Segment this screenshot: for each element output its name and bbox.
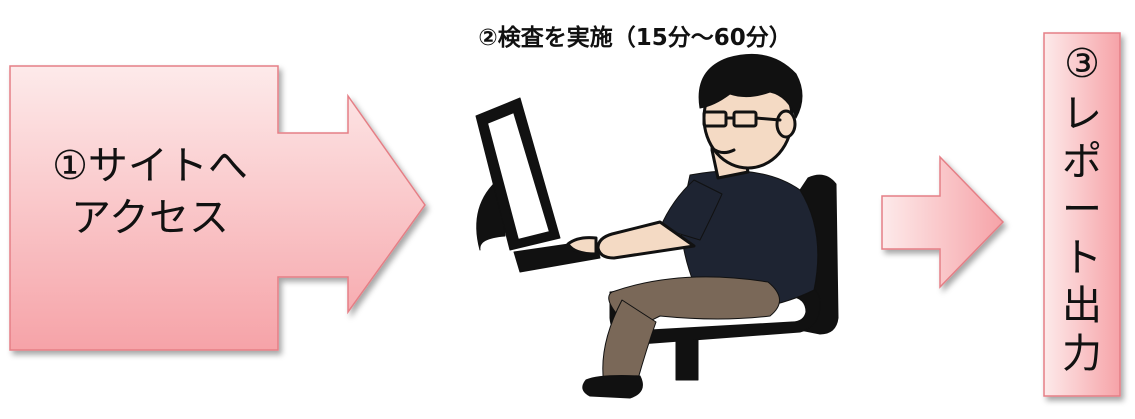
person-at-computer-icon bbox=[475, 53, 839, 399]
step3-char-2: ポ bbox=[1062, 139, 1102, 185]
step3-char-1: レ bbox=[1062, 91, 1102, 137]
right-arrow-icon bbox=[881, 155, 1005, 289]
step3-char-6: 力 bbox=[1062, 331, 1102, 377]
step3-char-4: ト bbox=[1062, 235, 1102, 281]
step3-number: ③ bbox=[1064, 41, 1100, 87]
step3-char-3: ー bbox=[1062, 187, 1102, 233]
step1-label: ①サイトへ アクセス bbox=[20, 140, 280, 244]
step1-label-line2: アクセス bbox=[71, 195, 229, 241]
step1-arrow-shape bbox=[9, 65, 426, 351]
step3-box bbox=[1043, 32, 1121, 397]
step3-char-5: 出 bbox=[1062, 283, 1102, 329]
step3-label: ③ レ ポ ー ト 出 力 bbox=[1044, 40, 1120, 378]
step2-label: ②検査を実施（15分～60分） bbox=[478, 25, 792, 51]
step1-label-line1: ①サイトへ bbox=[52, 143, 248, 189]
